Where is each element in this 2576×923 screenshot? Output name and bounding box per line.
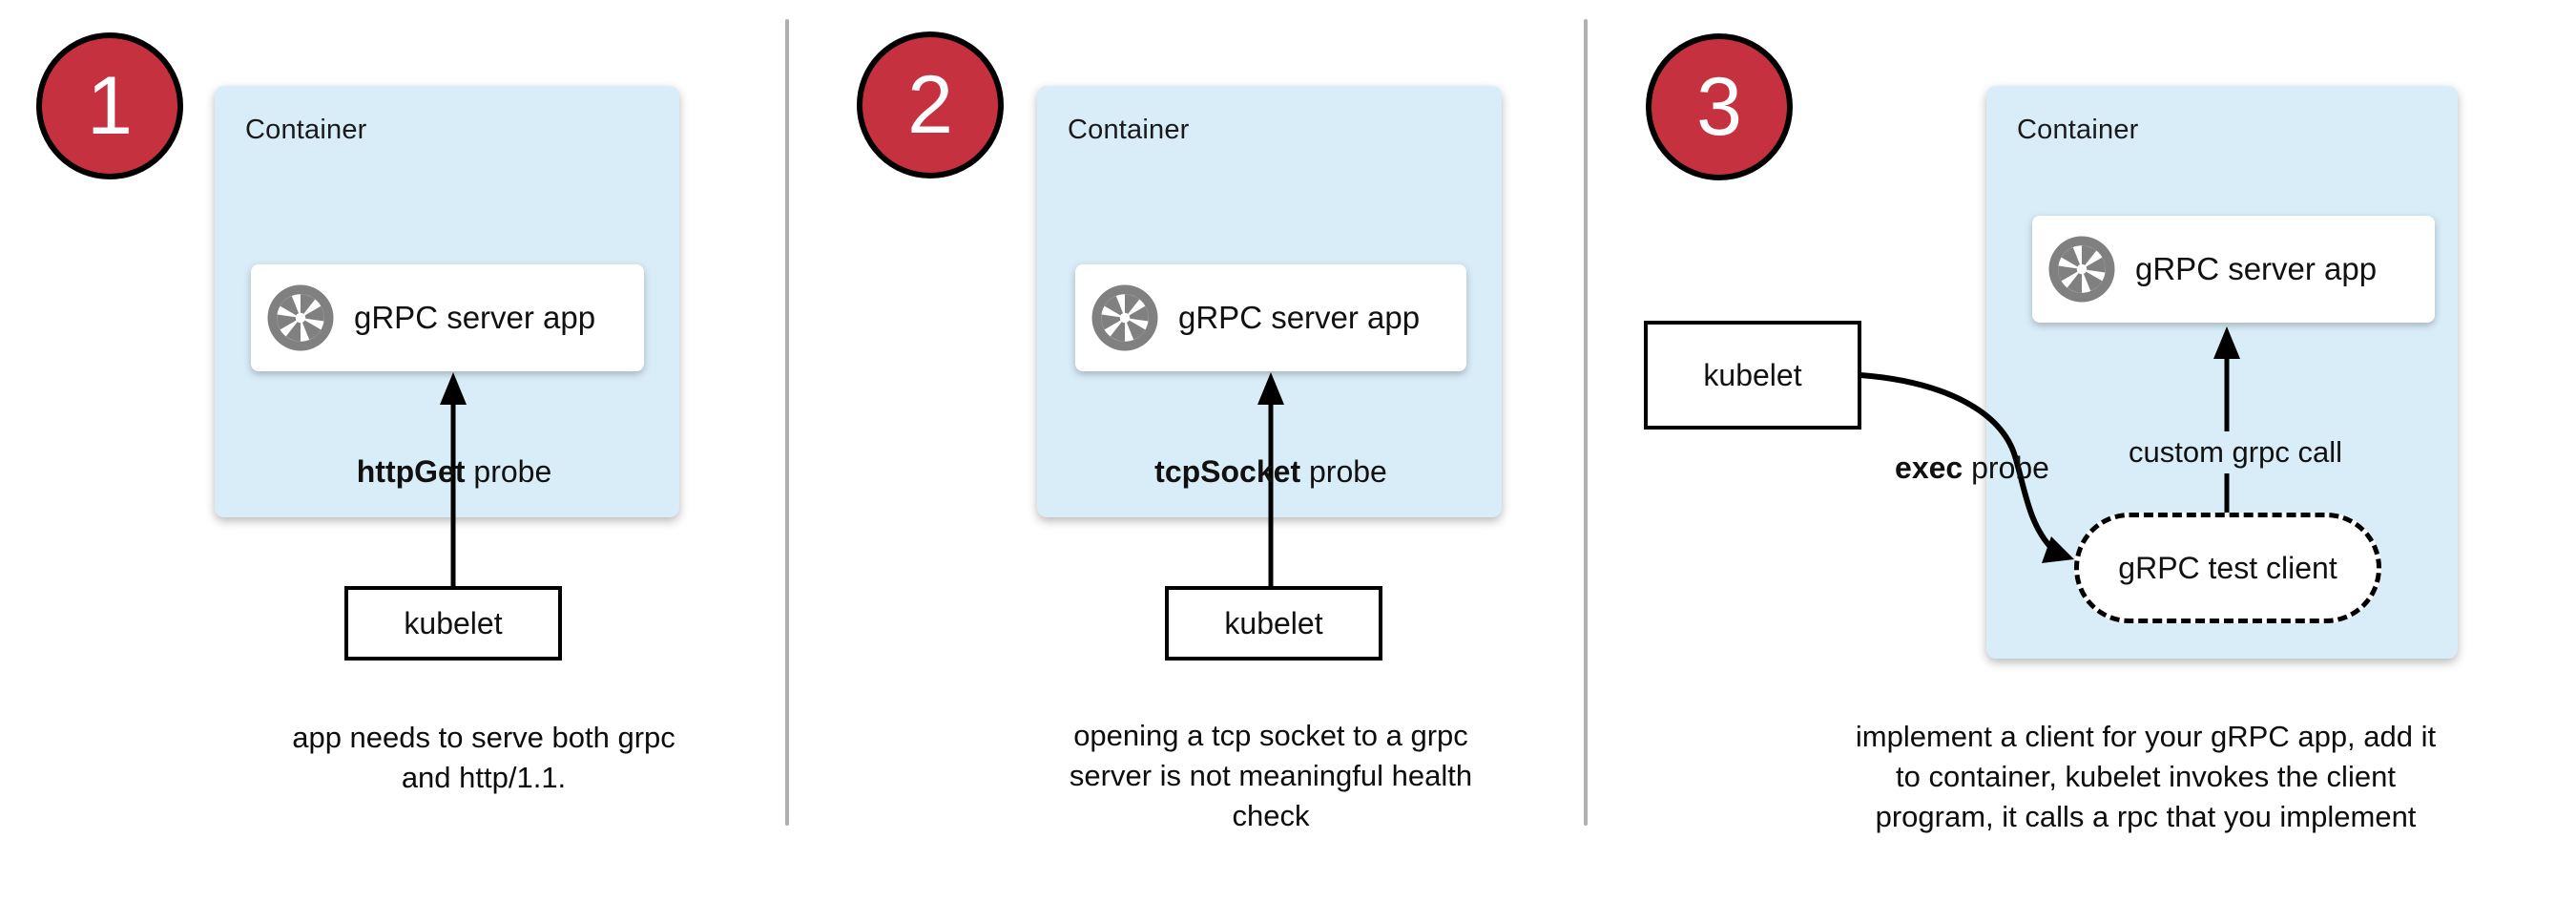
probe-type-1: httpGet <box>356 454 466 489</box>
grpc-test-client-label: gRPC test client <box>2118 550 2337 585</box>
step-number-2: 2 <box>907 59 953 151</box>
caption-line: server is not meaningful health <box>1069 759 1473 792</box>
grpc-server-app-box-2: gRPC server app <box>1075 264 1466 371</box>
caption-3: implement a client for your gRPC app, ad… <box>1812 717 2480 837</box>
probe-label-3: exec probe <box>1895 451 2049 485</box>
kubelet-box-3: kubelet <box>1644 321 1861 430</box>
probe-label-1: httpGet probe <box>356 454 552 489</box>
kubelet-box-2: kubelet <box>1165 586 1382 661</box>
panel-divider-2 <box>1584 19 1588 826</box>
step-badge-1: 1 <box>36 32 183 179</box>
caption-line: check <box>1232 799 1310 832</box>
aperture-icon <box>1091 284 1158 351</box>
caption-line: program, it calls a rpc that you impleme… <box>1875 800 2417 833</box>
app-box-label-1: gRPC server app <box>354 300 596 335</box>
probe-type-2: tcpSocket <box>1154 454 1301 489</box>
panel-divider-1 <box>785 19 789 826</box>
container-label-3: Container <box>2017 115 2139 145</box>
container-label-1: Container <box>245 115 367 145</box>
caption-1: app needs to serve both grpc and http/1.… <box>245 718 722 798</box>
caption-line: app needs to serve both grpc <box>292 721 675 754</box>
caption-2: opening a tcp socket to a grpc server is… <box>1023 716 1519 836</box>
caption-line: implement a client for your gRPC app, ad… <box>1855 720 2437 753</box>
custom-grpc-call-label: custom grpc call <box>2110 431 2360 473</box>
kubelet-box-1: kubelet <box>344 586 562 661</box>
aperture-icon <box>2048 236 2115 303</box>
kubelet-label-1: kubelet <box>404 605 503 640</box>
grpc-test-client-box: gRPC test client <box>2074 513 2381 623</box>
aperture-icon <box>267 284 334 351</box>
caption-line: to container, kubelet invokes the client <box>1896 760 2396 793</box>
grpc-server-app-box-3: gRPC server app <box>2032 216 2435 323</box>
step-number-1: 1 <box>87 60 133 152</box>
kubelet-label-3: kubelet <box>1703 357 1802 392</box>
caption-line: opening a tcp socket to a grpc <box>1073 719 1468 752</box>
step-badge-3: 3 <box>1646 33 1793 180</box>
step-badge-2: 2 <box>857 31 1004 178</box>
probe-label-2: tcpSocket probe <box>1154 454 1387 489</box>
app-box-label-2: gRPC server app <box>1178 300 1421 335</box>
caption-line: and http/1.1. <box>401 761 567 794</box>
container-label-2: Container <box>1068 115 1190 145</box>
probe-type-3: exec <box>1895 451 1963 485</box>
app-box-label-3: gRPC server app <box>2135 251 2378 286</box>
kubelet-label-2: kubelet <box>1224 605 1323 640</box>
step-number-3: 3 <box>1696 61 1742 153</box>
grpc-server-app-box-1: gRPC server app <box>251 264 644 371</box>
